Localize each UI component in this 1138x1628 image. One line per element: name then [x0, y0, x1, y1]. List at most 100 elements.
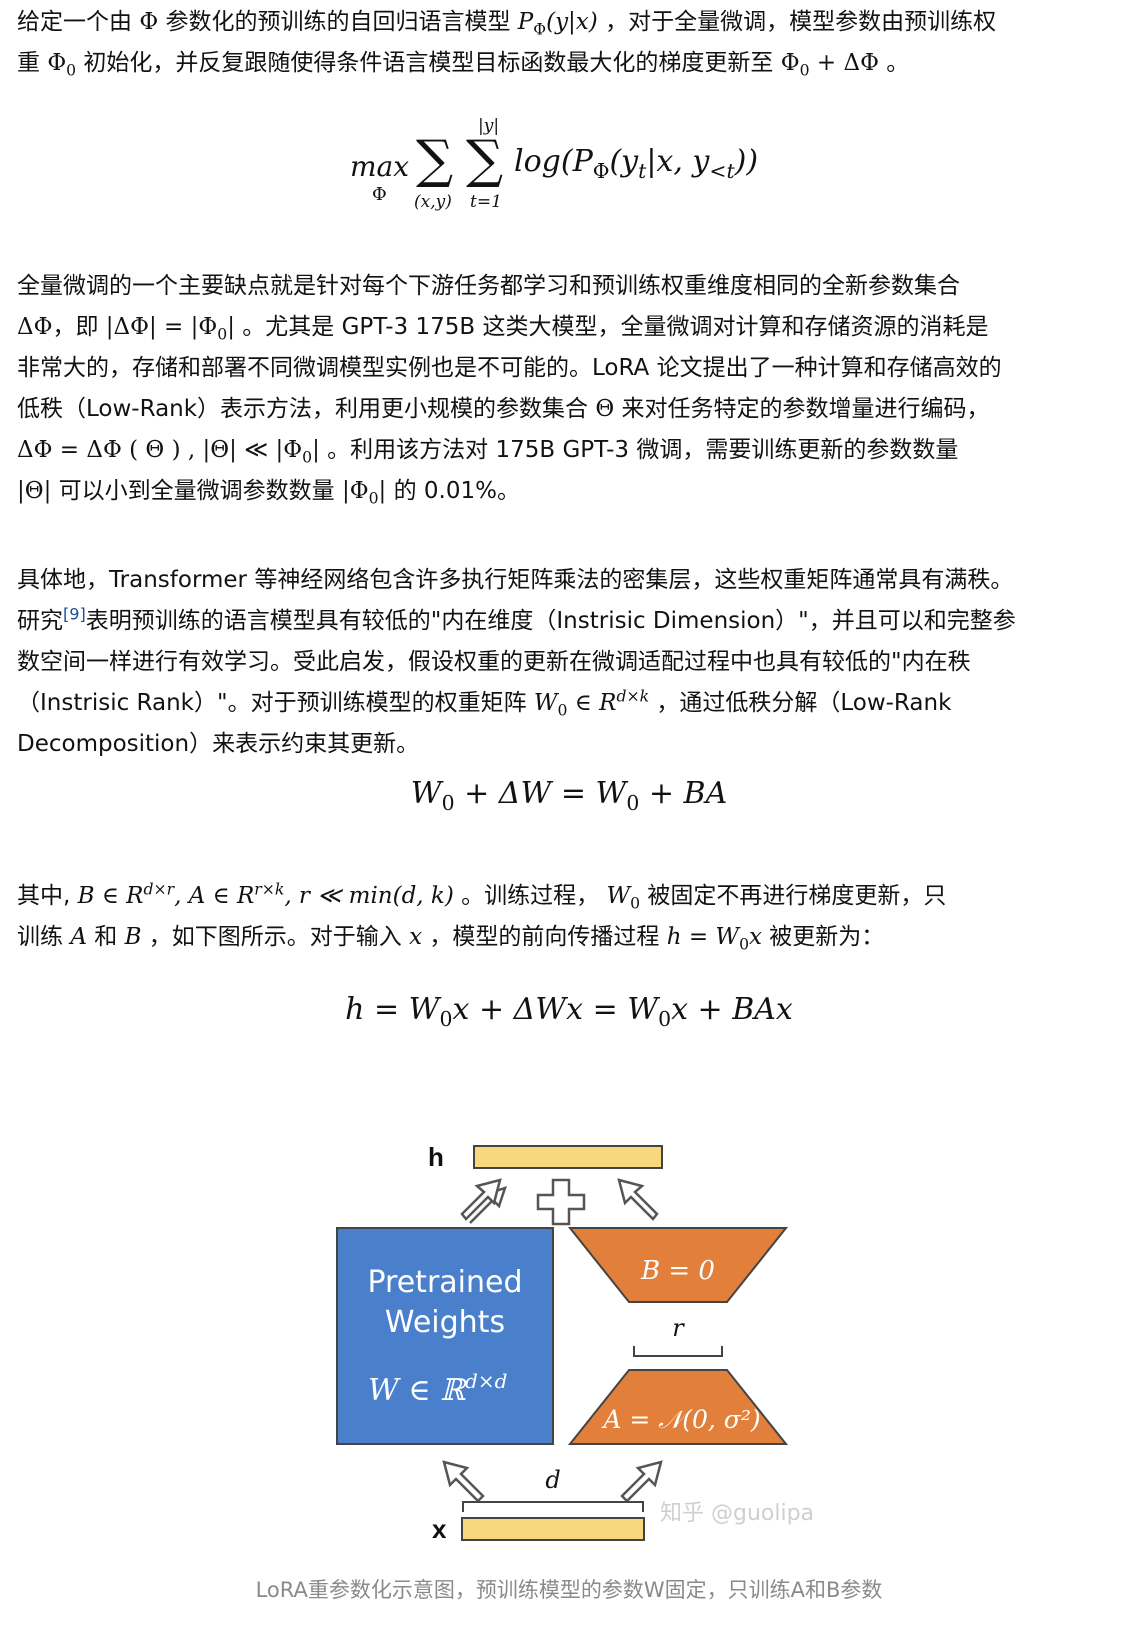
math-expr: + ΔΦ: [809, 50, 879, 76]
math: |: [378, 478, 387, 504]
math-sub: Φ: [592, 159, 610, 183]
math-sub: <t: [709, 159, 735, 183]
math: + BA: [639, 776, 728, 811]
math-sub: 0: [658, 1007, 672, 1031]
math-sub: t: [638, 159, 647, 183]
plus-icon: [536, 1178, 586, 1226]
text: 低秩（Low-Rank）表示方法，利用更小规模的参数集合: [17, 396, 596, 422]
math: x + ΔWx = W: [452, 992, 659, 1027]
math-sub: 0: [302, 447, 313, 467]
input-bar-x: [461, 1517, 645, 1541]
watermark: 知乎 @guolipa: [660, 1501, 814, 1526]
label-h: h: [428, 1142, 444, 1172]
text: 和: [86, 924, 125, 950]
matrix-a-block: [567, 1369, 789, 1445]
math: ΔΦ: [17, 314, 53, 340]
math: )): [734, 144, 759, 179]
text: 研究: [17, 608, 63, 634]
text: 。利用该方法对 175B GPT-3 微调，需要训练更新的参数数量: [319, 437, 959, 463]
text: ，如下图所示。对于输入: [141, 924, 410, 950]
line: 给定一个由 Φ 参数化的预训练的自回归语言模型 PΦ(y|x) ，对于全量微调，…: [17, 2, 996, 43]
math-max-sub: Φ: [372, 184, 387, 205]
pretrained-weights-block: [336, 1227, 554, 1445]
text: 初始化，并反复跟随使得条件语言模型目标函数最大化的梯度更新至: [76, 50, 781, 76]
text: ，通过低秩分解（Low-Rank: [649, 690, 952, 716]
w-formula: W ∈ ℝd×d: [368, 1369, 507, 1408]
b-label: B = 0: [640, 1256, 715, 1286]
arrow-in-left-icon: [442, 1460, 485, 1503]
text: 。尤其是 GPT-3 175B 这类大模型，全量微调对计算和存储资源的消耗是: [234, 314, 989, 340]
math: x: [749, 924, 762, 950]
text: 可以小到全量微调参数数量: [51, 478, 342, 504]
math-sub: 0: [66, 60, 77, 80]
text: 被更新为：: [762, 924, 885, 950]
math-sub: 0: [626, 791, 640, 815]
arrow-up-left-icon: [460, 1178, 507, 1224]
r-bracket: [633, 1346, 723, 1357]
text: 。: [878, 50, 910, 76]
math-sub: 0: [439, 1007, 453, 1031]
math: B ∈ R: [77, 883, 144, 909]
math-theta: Θ: [595, 396, 615, 422]
math: , A ∈ R: [174, 883, 255, 909]
math-phi: Φ: [139, 9, 159, 35]
text: 全量微调的一个主要缺点就是针对每个下游任务都学习和预训练权重维度相同的全新参数集…: [17, 273, 960, 299]
math-sub: 0: [368, 488, 379, 508]
math: W: [410, 776, 442, 811]
math: ∈ R: [567, 690, 617, 716]
math: B: [124, 924, 142, 950]
math-sub: 0: [630, 893, 641, 913]
math: h = W: [345, 992, 440, 1027]
label-x: x: [432, 1514, 447, 1544]
line: 重 Φ0 初始化，并反复跟随使得条件语言模型目标函数最大化的梯度更新至 Φ0 +…: [17, 43, 909, 84]
math-sum-1: ∑: [416, 130, 454, 190]
matrix-b-block: [567, 1227, 789, 1303]
math: W: [606, 883, 631, 909]
math-sum-2-sub: t=1: [470, 192, 502, 212]
r-label: r: [672, 1314, 685, 1342]
output-bar-h: [473, 1145, 663, 1169]
text: 表明预训练的语言模型具有较低的"内在维度（Instrisic Dimension…: [85, 608, 1016, 634]
math: ΔΦ = ΔΦ ( Θ ) , |Θ| ≪ |Φ: [17, 437, 303, 463]
math: W: [533, 690, 558, 716]
pretrained-label: Pretrained: [367, 1265, 522, 1300]
math-sum-2-sup: |y|: [478, 116, 500, 136]
math: x: [409, 924, 423, 950]
paragraph-intrinsic-rank: 具体地，Transformer 等神经网络包含许多执行矩阵乘法的密集层，这些权重…: [17, 560, 1121, 765]
text: 数空间一样进行有效学习。受此启发，假设权重的更新在微调适配过程中也具有较低的"内…: [17, 649, 971, 675]
weights-label: Weights: [385, 1305, 505, 1340]
math-sup: d×k: [616, 686, 650, 706]
math-sub: 0: [441, 791, 455, 815]
text: 被固定不再进行梯度更新，只: [640, 883, 947, 909]
math-sub: 0: [799, 60, 810, 80]
math-sub: Φ: [533, 19, 547, 39]
math: x + BAx: [671, 992, 793, 1027]
text: ，模型的前向传播过程: [422, 924, 667, 950]
text: Decomposition）来表示约束其更新。: [17, 731, 420, 757]
text: 非常大的，存储和部署不同微调模型实例也是不可能的。LoRA 论文提出了一种计算和…: [17, 355, 1002, 381]
math: h = W: [666, 924, 740, 950]
math-sup: d×r: [143, 879, 175, 899]
reference-link[interactable]: [9]: [63, 604, 86, 624]
text: 具体地，Transformer 等神经网络包含许多执行矩阵乘法的密集层，这些权重…: [17, 567, 1014, 593]
math: , r ≪ min(d, k): [284, 883, 454, 909]
d-bracket: [462, 1501, 644, 1512]
text: ，即: [52, 314, 106, 340]
math: |: [227, 314, 235, 340]
text: 的 0.01%。: [386, 478, 520, 504]
math-sub: 0: [217, 324, 228, 344]
d-label: d: [545, 1466, 560, 1494]
equation-lowrank: W0 + ΔW = W0 + BA: [0, 776, 1138, 813]
math-sub: 0: [557, 700, 568, 720]
math: (y: [609, 144, 639, 179]
arrow-in-right-icon: [620, 1460, 663, 1503]
math: + ΔW = W: [454, 776, 627, 811]
math: |: [312, 437, 320, 463]
math-expr: Φ: [780, 50, 800, 76]
math-sum-1-sub: (x,y): [414, 192, 452, 212]
math-args: (y|x): [546, 9, 598, 35]
math: |ΔΦ| = |Φ: [105, 314, 218, 340]
math-phi0: Φ: [47, 50, 67, 76]
